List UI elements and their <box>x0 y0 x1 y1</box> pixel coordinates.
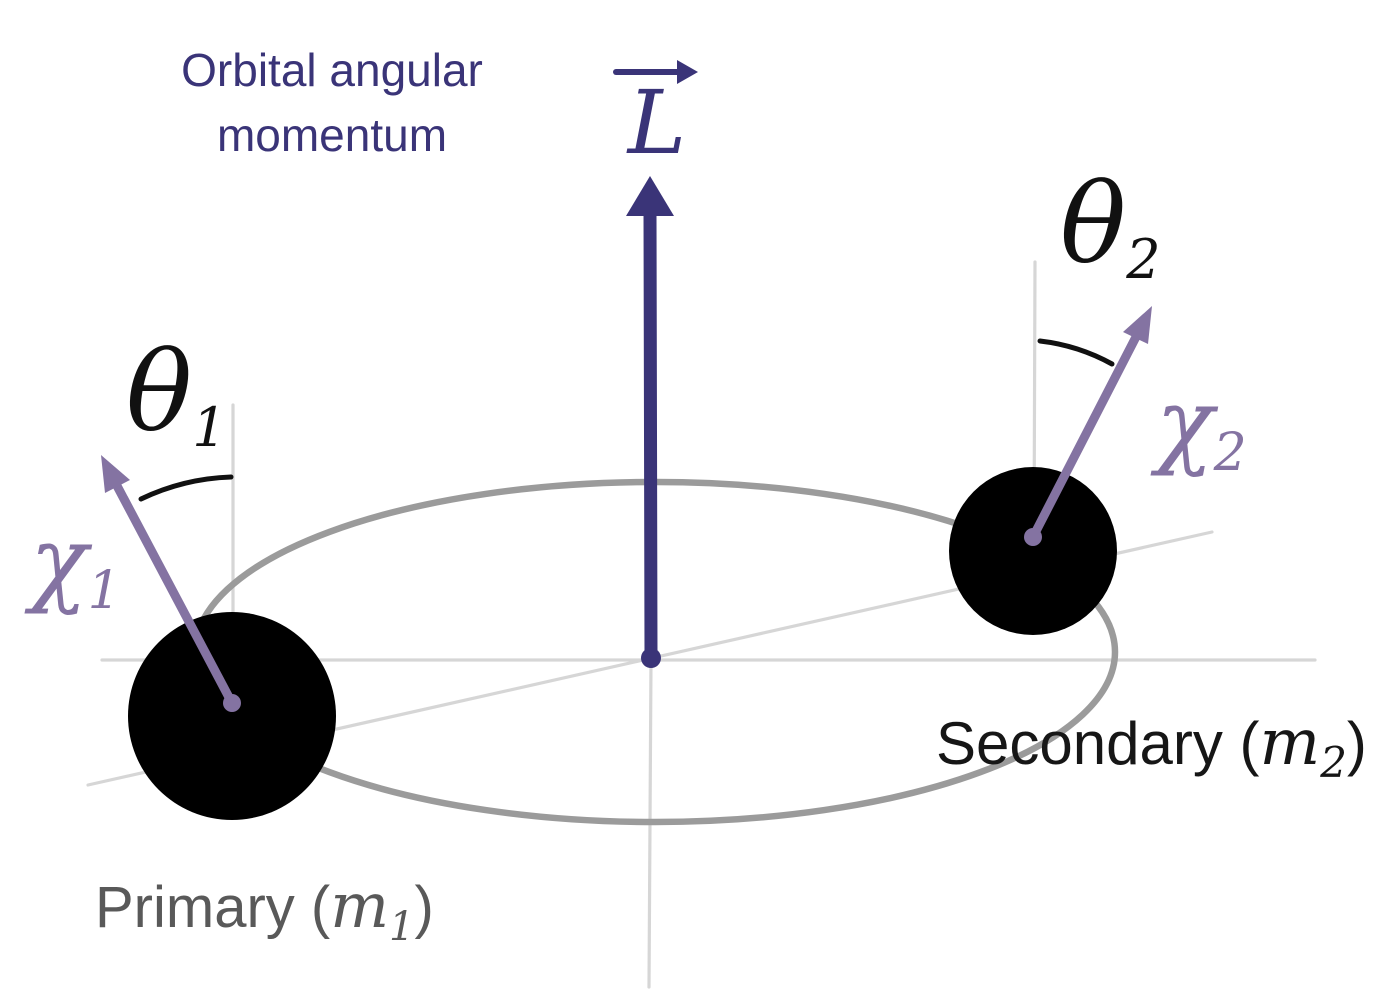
secondary-label-suffix: ) <box>1347 710 1367 777</box>
chi2-label: χ2 <box>1150 369 1247 483</box>
primary-mass-subscript: 1 <box>389 904 414 950</box>
chi2-subscript: 2 <box>1213 423 1247 483</box>
black-holes <box>128 467 1117 820</box>
primary-black-hole <box>128 612 336 820</box>
figure-title-line1: Orbital angular <box>181 44 483 96</box>
secondary-spin-arrowhead-icon <box>1123 306 1152 344</box>
primary-mass-symbol: m <box>330 869 389 942</box>
secondary-spin-vector <box>1024 306 1152 546</box>
figure-title-line2: momentum <box>217 109 447 161</box>
orbital-angular-momentum-vector <box>626 176 674 668</box>
theta1-subscript: 1 <box>192 396 226 459</box>
primary-label-suffix: ) <box>414 875 433 940</box>
momentum-vector-shaft <box>643 206 658 663</box>
momentum-vector-base-dot <box>641 648 661 668</box>
secondary-spin-shaft <box>1028 328 1143 542</box>
primary-spin-vector <box>101 455 241 712</box>
theta1-symbol: θ <box>126 328 192 456</box>
theta2-label: θ2 <box>1060 160 1161 291</box>
primary-label-prefix: Primary ( <box>95 875 330 940</box>
secondary-mass-subscript: 2 <box>1319 738 1347 787</box>
theta1-angle-arc <box>138 474 234 502</box>
theta2-angle-arc <box>1037 338 1115 367</box>
secondary-mass-symbol: m <box>1260 706 1321 780</box>
momentum-label-overbar-arrow-icon <box>613 60 698 84</box>
chi1-symbol: χ <box>24 507 93 617</box>
secondary-black-hole <box>949 467 1117 635</box>
theta1-label: θ1 <box>126 328 227 459</box>
momentum-vector-label: L <box>626 71 686 174</box>
theta2-symbol: θ <box>1060 160 1126 288</box>
primary-mass-label: Primary (m1) <box>95 869 434 950</box>
momentum-overbar-arrowhead-icon <box>677 60 698 84</box>
theta2-subscript: 2 <box>1125 228 1160 291</box>
primary-spin-shaft <box>110 477 237 708</box>
secondary-spin-origin-dot <box>1024 528 1042 546</box>
primary-spin-origin-dot <box>223 694 241 712</box>
primary-spin-arrowhead-icon <box>101 455 130 493</box>
secondary-mass-label: Secondary (m2) <box>936 706 1367 787</box>
chi1-label: χ1 <box>24 507 121 621</box>
chi1-subscript: 1 <box>88 561 121 621</box>
secondary-label-prefix: Secondary ( <box>936 710 1260 777</box>
momentum-vector-arrowhead-icon <box>626 176 674 216</box>
chi2-symbol: χ <box>1150 369 1219 479</box>
